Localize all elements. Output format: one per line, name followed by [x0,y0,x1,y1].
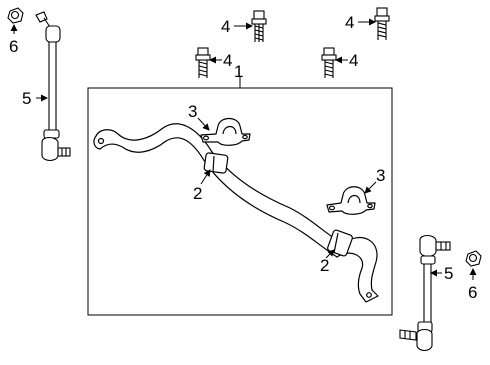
callout-label-4d: 4 [349,51,358,70]
stabilizer-bar [93,123,379,303]
stabilizer-link-right [399,234,451,352]
callout-label-2b: 2 [320,256,329,275]
bolt-top-right [374,7,390,40]
bolt-mid-left [195,47,211,78]
callout-label-4a: 4 [221,17,230,36]
callout-label-4c: 4 [223,51,232,70]
callout-label-3a: 3 [188,102,197,121]
nut-left [7,7,24,24]
bolt-mid-right [321,47,337,78]
stabilizer-link-left [35,11,71,162]
callout-label-6a: 6 [9,37,18,56]
callout-label-3b: 3 [376,166,385,185]
callout-label-1: 1 [234,62,243,81]
bracket-left [200,117,251,146]
callout-label-2a: 2 [193,184,202,203]
callout-leader-3a [197,117,210,131]
bracket-right [326,186,376,215]
callout-label-4b: 4 [345,13,354,32]
callout-label-5a: 5 [22,89,31,108]
bolt-top-left [251,10,267,42]
bushing-left [203,152,229,174]
callout-leader-2a [200,169,211,185]
callout-label-5b: 5 [444,264,453,283]
callout-leader-2b [325,249,335,259]
nut-right [465,250,482,267]
callout-label-6b: 6 [468,283,477,302]
callout-leader-3b [364,181,377,194]
